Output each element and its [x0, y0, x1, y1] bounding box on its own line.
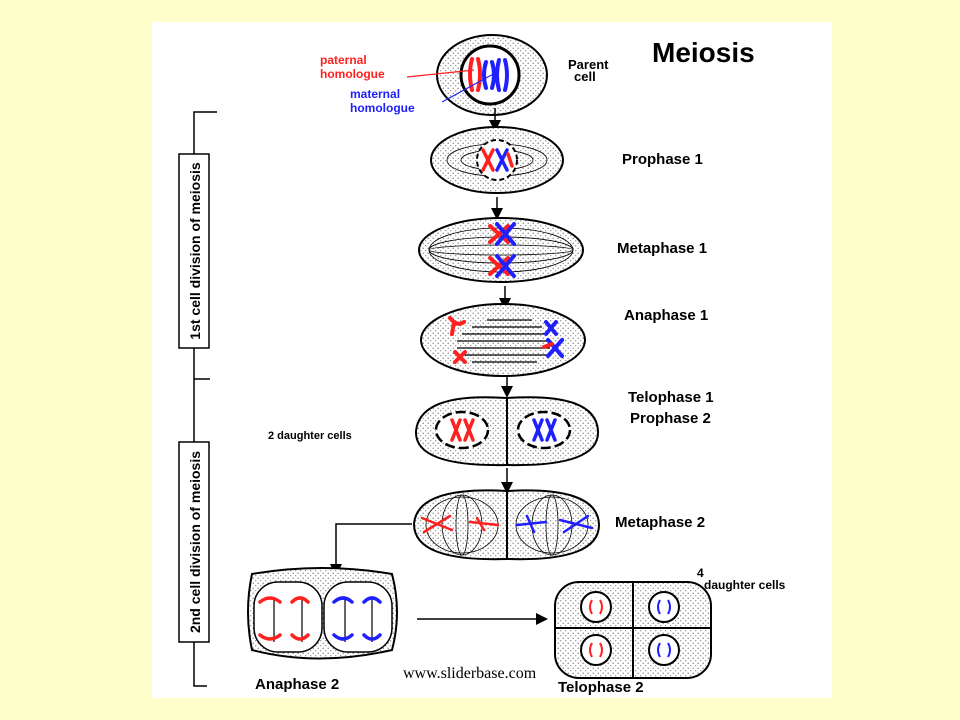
- division-bracket: [193, 111, 217, 687]
- metaphase-2-cells: [412, 489, 601, 561]
- watermark: www.sliderbase.com: [403, 665, 537, 682]
- prophase-2-label: Prophase 2: [630, 410, 711, 427]
- maternal-pointer-line: [441, 71, 498, 103]
- arrow-to-anaphase-2: [330, 523, 412, 576]
- metaphase-1-cell: [418, 217, 584, 283]
- four-daughter-cells-label: 4daughter cells: [697, 566, 786, 592]
- metaphase-2-label: Metaphase 2: [615, 514, 705, 531]
- anaphase-1-cell: [420, 303, 586, 377]
- first-division-box: [178, 153, 210, 349]
- diagram-title: Meiosis: [652, 37, 755, 68]
- two-daughter-cells-label: 2 daughter cells: [268, 430, 352, 442]
- telophase-2-label: Telophase 2: [558, 679, 644, 696]
- flow-arrows: [489, 108, 513, 494]
- metaphase-1-label: Metaphase 1: [617, 240, 707, 257]
- prophase-1-label: Prophase 1: [622, 151, 703, 168]
- prophase-1-cell: [430, 126, 564, 194]
- anaphase-1-label: Anaphase 1: [624, 307, 708, 324]
- anaphase-2-label: Anaphase 2: [255, 676, 339, 693]
- telophase-2-cells: [554, 581, 712, 679]
- anaphase-2-cells: [247, 567, 398, 660]
- second-division-box: [178, 441, 210, 643]
- paternal-pointer-line: [406, 69, 475, 78]
- second-division-label: 2nd cell division of meiosis: [187, 451, 203, 633]
- telophase-1-cells: [414, 396, 600, 467]
- first-division-label: 1st cell division of meiosis: [187, 162, 203, 340]
- telophase-1-label: Telophase 1: [628, 389, 714, 406]
